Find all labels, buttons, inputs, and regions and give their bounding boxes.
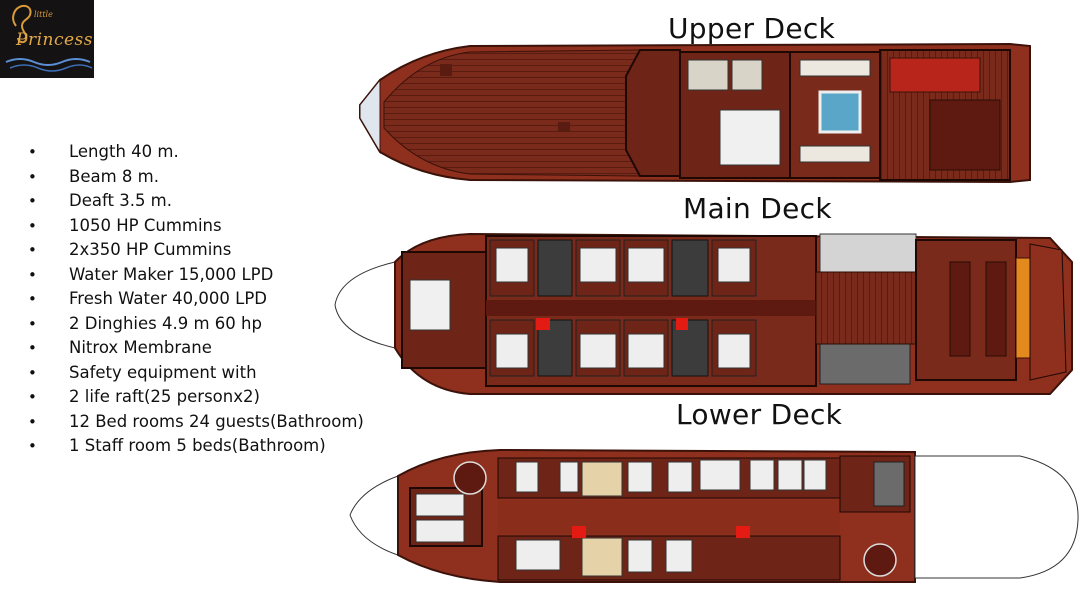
main-suite-bed [409,279,451,331]
lower-corridor [498,500,840,534]
spec-item: •Length 40 m. [28,142,179,161]
upper-deck-plan [359,42,1031,184]
lower-stern-outline [914,455,1079,579]
lower-spiral-stair [453,461,487,495]
lower-bow-outline [349,475,399,556]
main-cabins-top [489,239,757,297]
upper-hatch [558,122,570,132]
spec-item: •Safety equipment with [28,362,257,382]
spec-item: •Water Maker 15,000 LPD [28,264,274,284]
spec-item: •12 Bed rooms 24 guests(Bathroom) [28,411,364,431]
upper-jacuzzi [818,90,862,134]
upper-sofa [799,59,871,77]
main-storage [819,343,911,385]
upper-bathroom [731,59,763,91]
main-red-marker [676,318,688,330]
upper-foredeck [383,49,641,177]
main-cabins-bottom [489,319,757,377]
upper-bathroom [687,59,729,91]
upper-deck-title: Upper Deck [668,12,836,45]
main-dining-table [985,261,1007,357]
brand-logo: little Princess [0,0,94,78]
spec-item: •1 Staff room 5 beds(Bathroom) [28,436,326,455]
logo-tagline: little [34,10,53,19]
spec-item: •Beam 8 m. [28,166,159,186]
lower-beds [515,459,827,573]
spec-item: •Deaft 3.5 m. [28,191,173,210]
main-bow-outline [334,261,396,349]
main-deck-title: Main Deck [683,192,832,225]
seahorse-icon [5,4,93,72]
spec-item: •1050 HP Cummins [28,215,222,235]
lower-red-marker [572,526,586,538]
main-deck-floor [815,271,917,345]
lower-red-marker [736,526,750,538]
spec-item: •2x350 HP Cummins [28,240,232,259]
upper-bar [889,57,981,93]
main-corridor [486,300,816,316]
logo-name: Princess [16,30,93,50]
lower-deck-title: Lower Deck [676,398,843,431]
lower-bed [415,519,465,543]
lower-spiral-stair [863,543,897,577]
specifications-list: •Length 40 m. •Beam 8 m. •Deaft 3.5 m. •… [24,142,364,461]
spec-item: •2 life raft(25 personx2) [28,387,260,406]
upper-hatch [440,64,452,76]
lower-deck-plan [349,448,1079,583]
upper-bow-tip [359,78,381,154]
upper-sofa [799,145,871,163]
main-galley [819,233,917,273]
spec-item: •2 Dinghies 4.9 m 60 hp [28,313,262,333]
lower-bathrooms [581,461,623,577]
upper-seating [929,99,1001,171]
spec-item: •Fresh Water 40,000 LPD [28,289,268,308]
spec-item: •Nitrox Membrane [28,338,212,357]
main-dining-table [949,261,971,357]
upper-wheelhouse [625,49,681,177]
main-deck-plan [334,232,1073,395]
lower-storage [873,461,905,507]
upper-bed [719,109,781,166]
main-bar-counter [1015,257,1031,359]
main-stern [1029,243,1067,381]
lower-bed [415,493,465,517]
main-red-marker [536,318,550,330]
